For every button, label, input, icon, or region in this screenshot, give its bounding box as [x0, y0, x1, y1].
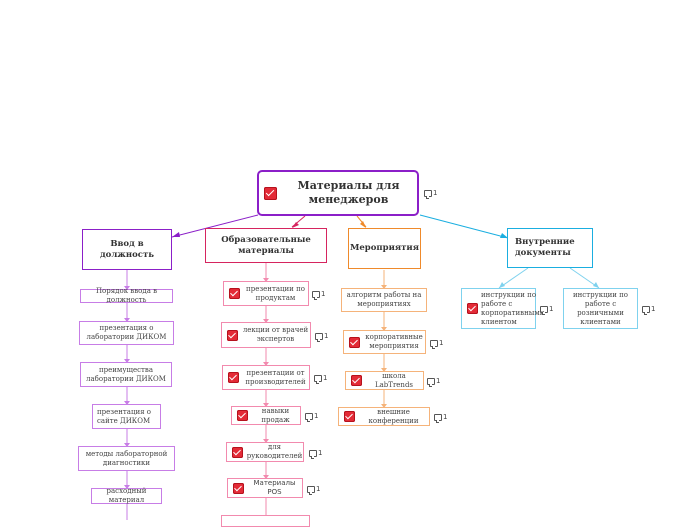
subtopic-internal-2[interactable]: инструкции по работе с розничными клиент… [563, 288, 638, 329]
comment-icon [305, 412, 313, 422]
comment-icon [315, 332, 323, 342]
subtopic-onboarding-4[interactable]: презентация о сайте ДИКОМ [92, 404, 161, 429]
checkbox-checked-icon[interactable] [232, 446, 243, 458]
checkbox-checked-icon[interactable] [349, 336, 360, 348]
comment-icon [642, 305, 650, 315]
topic-education[interactable]: Образовательные материалы [205, 228, 327, 263]
topic-education-label: Образовательные материалы [221, 234, 311, 256]
subtopic-education-1[interactable]: презентации по продуктам [223, 281, 309, 306]
comment-count[interactable]: 1 [305, 412, 318, 422]
checkbox-checked-icon[interactable] [467, 303, 478, 314]
checkbox-checked-icon[interactable] [233, 482, 244, 494]
comment-icon [434, 413, 442, 423]
comment-icon [540, 305, 548, 315]
topic-internal[interactable]: Внутренние документы [507, 228, 593, 268]
root-comment-count[interactable]: 1 [424, 189, 437, 199]
comment-count[interactable]: 1 [307, 485, 320, 495]
topic-events[interactable]: Мероприятия [348, 228, 421, 269]
root-topic-label: Материалы для менеджеров [297, 179, 400, 206]
comment-icon [312, 290, 320, 300]
comment-icon [427, 377, 435, 387]
subtopic-events-1[interactable]: алгоритм работы на мероприятиях [341, 288, 427, 312]
connector-root-internal [419, 214, 509, 239]
subtopic-education-3[interactable]: презентации от производителей [222, 365, 310, 390]
comment-count[interactable]: 1 [540, 305, 553, 315]
comment-icon [314, 374, 322, 384]
comment-icon [430, 339, 438, 349]
topic-events-label: Мероприятия [349, 243, 420, 253]
comment-icon [307, 485, 315, 495]
topic-internal-label: Внутренние документы [515, 237, 575, 258]
topic-onboarding[interactable]: Ввод в должность [82, 229, 172, 270]
comment-count[interactable]: 1 [430, 339, 443, 349]
subtopic-education-2[interactable]: лекции от врачей экспертов [221, 322, 311, 348]
subtopic-onboarding-1[interactable]: Порядок ввода в должность [80, 287, 173, 304]
comment-count[interactable]: 1 [427, 377, 440, 387]
root-topic[interactable]: Материалы для менеджеров [257, 170, 419, 216]
connector-root-onboarding [171, 214, 259, 238]
subtopic-education-4[interactable]: навыки продаж [231, 406, 301, 425]
checkbox-checked-icon[interactable] [351, 375, 362, 386]
comment-count[interactable]: 1 [315, 332, 328, 342]
comment-count[interactable]: 1 [642, 305, 655, 315]
subtopic-onboarding-6[interactable]: расходный материал [91, 487, 162, 504]
subtopic-education-5[interactable]: для руководителей [226, 442, 304, 462]
comment-count[interactable]: 1 [309, 449, 322, 459]
subtopic-events-3[interactable]: школа LabTrends [345, 371, 424, 390]
subtopic-onboarding-2[interactable]: презентация о лаборатории ДИКОМ [79, 321, 174, 345]
subtopic-onboarding-5[interactable]: методы лабораторной диагностики [78, 446, 175, 471]
comment-count[interactable]: 1 [312, 290, 325, 300]
checkbox-checked-icon[interactable] [264, 186, 277, 200]
subtopic-education-6[interactable]: Материалы POS [227, 478, 303, 498]
subtopic-internal-1[interactable]: инструкции по работе с корпоративными кл… [461, 288, 544, 329]
checkbox-checked-icon[interactable] [237, 410, 248, 421]
topic-onboarding-label: Ввод в должность [99, 238, 154, 260]
comment-count[interactable]: 1 [434, 413, 447, 423]
checkbox-checked-icon[interactable] [229, 288, 240, 299]
subtopic-onboarding-3[interactable]: преимущества лаборатории ДИКОМ [80, 362, 172, 387]
checkbox-checked-icon[interactable] [344, 411, 355, 422]
checkbox-checked-icon[interactable] [227, 329, 238, 341]
subtopic-education-partial[interactable] [221, 515, 310, 527]
comment-count[interactable]: 1 [314, 374, 327, 384]
subtopic-events-4[interactable]: внешние конференции [338, 407, 430, 426]
comment-icon [309, 449, 317, 459]
checkbox-checked-icon[interactable] [228, 372, 239, 383]
subtopic-events-2[interactable]: корпоративные мероприятия [343, 330, 426, 354]
comment-icon [424, 189, 432, 199]
